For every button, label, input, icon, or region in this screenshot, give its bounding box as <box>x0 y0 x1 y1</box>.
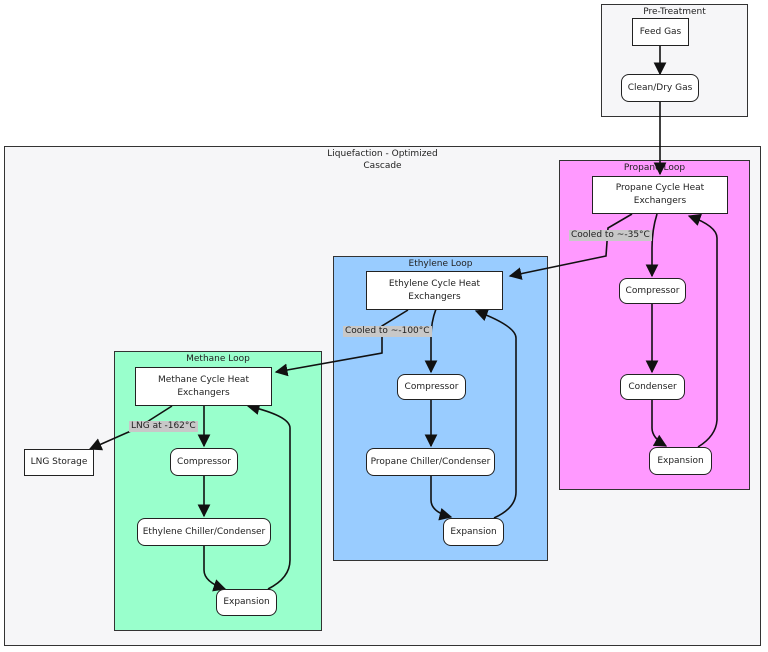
propane-compressor-node[interactable]: Compressor <box>619 278 686 304</box>
edge-methane-expansion-to-hx <box>246 402 291 590</box>
clean-dry-gas-node[interactable]: Clean/Dry Gas <box>621 74 699 102</box>
edge-propane-hx-to-compressor <box>645 213 659 278</box>
edge-label-methane-to-storage: LNG at -162°C <box>129 421 198 432</box>
propane-expansion-node[interactable]: Expansion <box>649 447 712 475</box>
edge-propane-to-ethylene <box>508 213 633 280</box>
methane-loop-title: Methane Loop <box>186 354 250 364</box>
propane-chiller-condenser-node[interactable]: Propane Chiller/Condenser <box>366 448 495 476</box>
edge-methane-chiller-to-expansion <box>203 546 227 592</box>
edge-label-ethylene-to-methane: Cooled to ~-100°C <box>343 326 432 337</box>
edge-propane-expansion-to-hx <box>687 213 718 448</box>
edge-ethylene-chiller-to-expansion <box>430 476 453 521</box>
ethylene-loop-title: Ethylene Loop <box>408 259 473 269</box>
ethylene-chiller-condenser-node[interactable]: Ethylene Chiller/Condenser <box>137 518 271 546</box>
propane-condenser-node[interactable]: Condenser <box>620 374 685 400</box>
propane-heat-exchangers-node[interactable]: Propane Cycle Heat Exchangers <box>592 176 728 214</box>
ethylene-compressor-node[interactable]: Compressor <box>397 374 466 400</box>
methane-expansion-node[interactable]: Expansion <box>216 589 277 616</box>
ethylene-expansion-node[interactable]: Expansion <box>443 518 504 546</box>
pretreatment-title: Pre-Treatment <box>643 7 706 17</box>
methane-compressor-node[interactable]: Compressor <box>170 448 238 476</box>
liquefaction-title: Liquefaction - Optimized Cascade <box>327 149 438 171</box>
methane-heat-exchangers-node[interactable]: Methane Cycle Heat Exchangers <box>135 367 272 406</box>
edge-ethylene-expansion-to-hx <box>474 309 517 519</box>
lng-storage-node[interactable]: LNG Storage <box>24 449 94 476</box>
feed-gas-node[interactable]: Feed Gas <box>632 18 689 46</box>
edge-propane-condenser-to-expansion <box>651 400 668 447</box>
edge-label-propane-to-ethylene: Cooled to ~-35°C <box>569 230 652 241</box>
edge-ethylene-hx-to-compressor <box>424 308 438 374</box>
ethylene-heat-exchangers-node[interactable]: Ethylene Cycle Heat Exchangers <box>366 271 503 310</box>
edge-ethylene-to-methane <box>274 309 409 377</box>
propane-loop-title: Propane Loop <box>623 163 686 173</box>
